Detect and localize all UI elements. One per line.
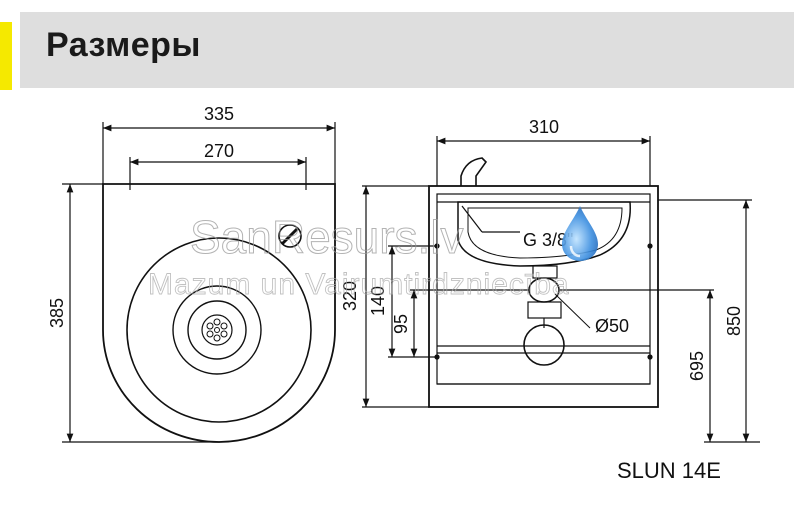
model-label: SLUN 14E bbox=[617, 458, 721, 483]
watermark-tagline: Mazum un Vairumtirdzniecība bbox=[148, 268, 570, 301]
water-connection-label: G 3/8" bbox=[523, 230, 573, 250]
drain-diameter-label: Ø50 bbox=[595, 316, 629, 336]
front-width-label: 335 bbox=[204, 104, 234, 124]
floor-height-label: 850 bbox=[724, 306, 744, 336]
side-depth-label: 310 bbox=[529, 117, 559, 137]
lower-height-label: 95 bbox=[391, 314, 411, 334]
front-inner-width-label: 270 bbox=[204, 141, 234, 161]
watermark-site: SanResurs.lv bbox=[190, 211, 464, 263]
side-view bbox=[362, 136, 760, 443]
water-drop-icon bbox=[562, 206, 598, 261]
side-height-label: 320 bbox=[340, 281, 360, 311]
front-height-label: 385 bbox=[47, 298, 67, 328]
header-accent-bar bbox=[0, 22, 12, 90]
outlet-height-label: 695 bbox=[687, 351, 707, 381]
header-band bbox=[20, 12, 794, 88]
upper-height-label: 140 bbox=[368, 286, 388, 316]
page-title: Размеры bbox=[46, 26, 201, 64]
front-view bbox=[62, 122, 336, 443]
